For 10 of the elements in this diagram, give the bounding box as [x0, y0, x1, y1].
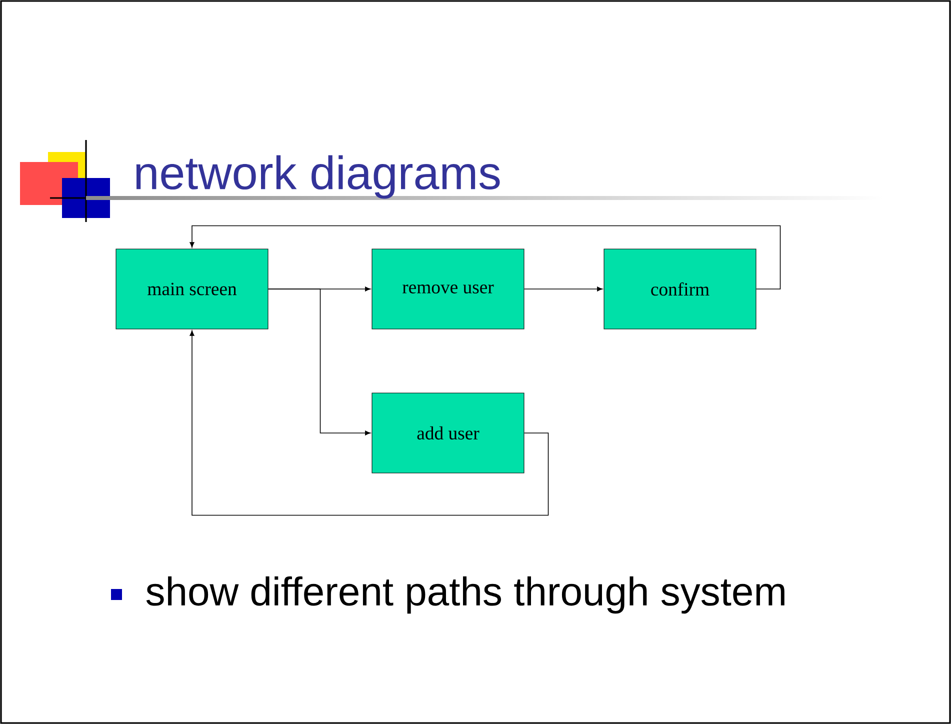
bullet-text: show different paths through system	[146, 576, 784, 614]
arrow	[190, 225, 781, 290]
process-box: main screen	[116, 248, 268, 330]
process-box: add user	[372, 392, 524, 474]
process-box: remove user	[372, 248, 524, 330]
slide-title: network diagrams	[136, 155, 500, 199]
arrow	[268, 288, 371, 436]
arrow	[190, 330, 549, 516]
process-box: confirm	[604, 248, 756, 330]
arrow	[524, 286, 603, 292]
